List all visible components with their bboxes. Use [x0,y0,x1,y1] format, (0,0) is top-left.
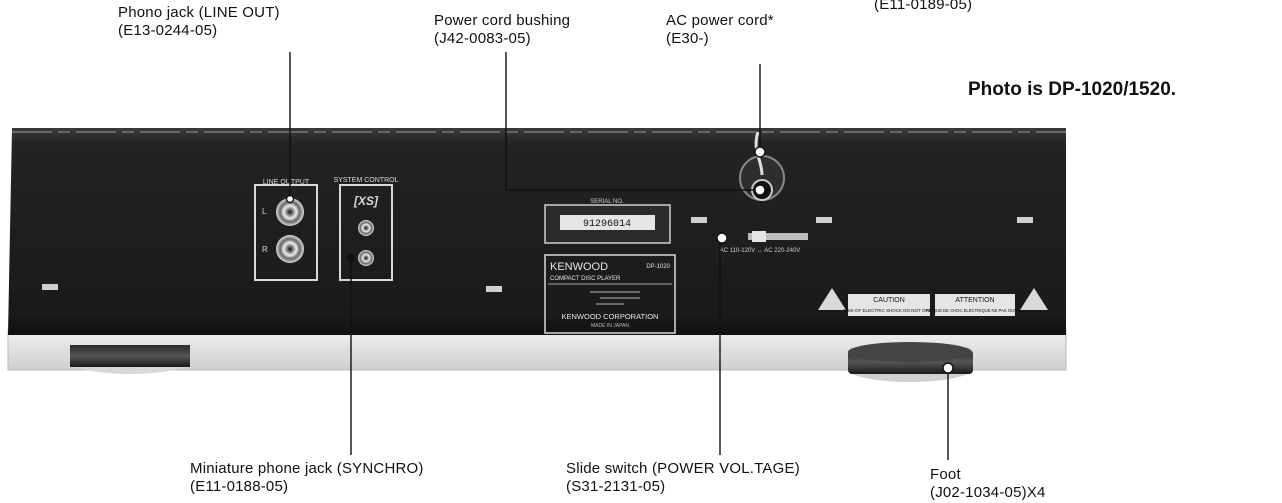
serial-no-caption: SERIAL NO. [590,199,624,205]
rca-jack-right [276,235,304,263]
serial-value: 91296014 [583,219,631,230]
left-channel-mark: L [262,207,267,216]
rca-jack-left [276,198,304,226]
label-top-right-part: (E11-0189-05) [874,0,972,14]
synchro-jack-1 [358,220,374,236]
chassis-body [8,128,1066,335]
leader-lines [285,52,954,460]
voltage-switch-text: AC 110-120V ↔ AC 220-240V [720,248,801,254]
model-text: DP-1020 [646,264,670,270]
label-power-cord-bushing-part: (J42-0083-05) [434,30,531,47]
label-miniature-phone-jack-name: Miniature phone jack (SYNCHRO) [190,460,424,477]
brand-text: KENWOOD [550,261,608,273]
leader-power-cord-bushing [505,52,756,191]
label-ac-power-cord-name: AC power cord* [666,12,774,29]
made-in-text: MADE IN JAPAN [591,323,629,329]
label-ac-power-cord-part: (E30-) [666,30,709,47]
line-output-text: LINE OUTPUT [263,179,310,186]
rating-lines [590,291,640,305]
system-control-panel: SYSTEM CONTROL [XS] [334,177,399,281]
synchro-jack-2 [358,250,374,266]
label-ac-power-cord: AC power cord* (E30-) [666,12,774,48]
label-slide-switch-part: (S31-2131-05) [566,478,666,495]
photo-note: Photo is DP-1020/1520. [968,79,1177,100]
foot-right [846,342,974,382]
attention-subtext: RISQUE DE CHOC ELECTRIQUE NE PAS OUVRIR [926,308,1024,313]
foot-left [68,345,192,374]
label-slide-switch-name: Slide switch (POWER VOL.TAGE) [566,460,800,477]
system-control-text: SYSTEM CONTROL [334,177,399,184]
label-foot: Foot (J02-1034-05)X4 [930,466,1046,502]
voltage-switch: AC 110-120V ↔ AC 220-240V [720,231,808,254]
attention-text: ATTENTION [955,297,994,304]
serial-number-plate: SERIAL NO. 91296014 [544,199,671,244]
label-miniature-phone-jack: Miniature phone jack (SYNCHRO) (E11-0188… [190,460,424,496]
label-foot-part: (J02-1034-05)X4 [930,484,1046,501]
label-power-cord-bushing: Power cord bushing (J42-0083-05) [434,12,570,48]
label-top-right-part-text: (E11-0189-05) [874,0,973,13]
right-channel-mark: R [262,245,268,254]
label-miniature-phone-jack-part: (E11-0188-05) [190,478,289,495]
label-slide-switch: Slide switch (POWER VOL.TAGE) (S31-2131-… [566,460,800,496]
label-phono-jack-part: (E13-0244-05) [118,22,218,39]
label-phono-jack: Phono jack (LINE OUT) (E13-0244-05) [118,4,280,40]
warning-labels: CAUTION RISK OF ELECTRIC SHOCK DO NOT OP… [818,288,1048,316]
label-foot-name: Foot [930,466,961,483]
label-phono-jack-name: Phono jack (LINE OUT) [118,4,280,21]
screw-clips [42,217,1033,292]
line-output-panel: LINE OUTPUT L R [254,179,318,281]
corporation-text: KENWOOD CORPORATION [562,312,659,321]
rating-label: KENWOOD DP-1020 COMPACT DISC PLAYER KENW… [544,254,676,334]
caution-text: CAUTION [873,297,905,304]
xs-logo: [XS] [353,194,379,208]
product-text: COMPACT DISC PLAYER [550,276,621,282]
label-power-cord-bushing-name: Power cord bushing [434,12,571,29]
caution-subtext: RISK OF ELECTRIC SHOCK DO NOT OPEN [843,308,934,313]
